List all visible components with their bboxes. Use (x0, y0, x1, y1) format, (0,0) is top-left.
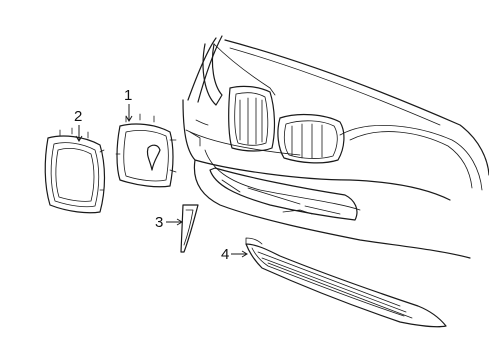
front-bumper-assembly (182, 35, 489, 259)
callout-3: 3 (155, 214, 183, 231)
arrowhead-3 (176, 218, 183, 226)
arrowhead-1 (125, 115, 133, 122)
grille-surround (44, 127, 106, 214)
grille-insert (115, 113, 177, 188)
callout-2: 2 (74, 108, 83, 142)
callout-1: 1 (124, 87, 133, 122)
arrowhead-4 (241, 250, 248, 258)
callout-label-2: 2 (74, 108, 82, 125)
arrowhead-2 (75, 135, 83, 142)
lower-grille (245, 237, 447, 328)
callout-label-1: 1 (124, 87, 132, 104)
side-trim (180, 204, 199, 253)
callout-label-3: 3 (155, 214, 163, 231)
callout-label-4: 4 (221, 246, 229, 263)
callout-4: 4 (221, 246, 248, 263)
